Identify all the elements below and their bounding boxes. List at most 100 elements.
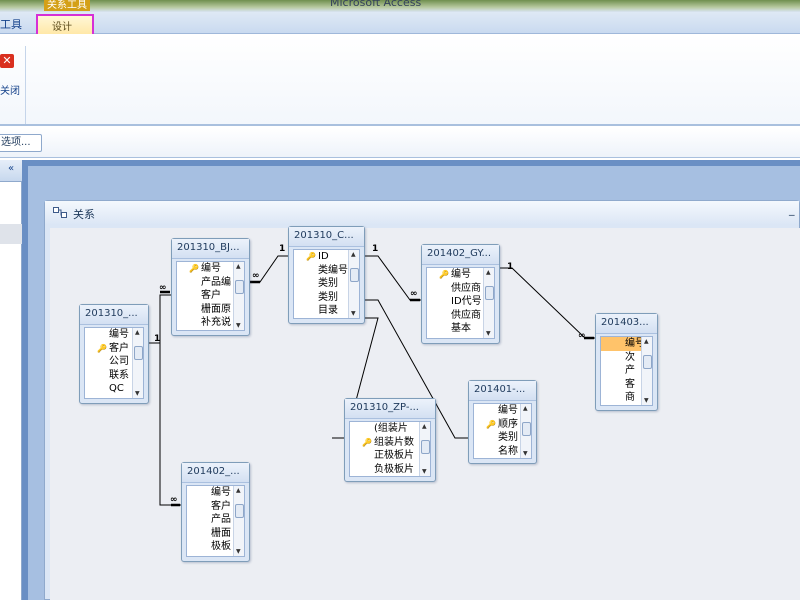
table-field[interactable]: 基本 [427, 322, 494, 336]
table-field[interactable]: 🔑编号 [427, 268, 494, 282]
scroll-up-icon[interactable]: ▲ [236, 263, 241, 270]
table-field[interactable]: (组装片 [350, 422, 430, 436]
table-title[interactable]: 201310_BJ... [172, 239, 249, 259]
scroll-up-icon[interactable]: ▲ [523, 405, 528, 412]
scroll-thumb[interactable] [643, 355, 652, 369]
table-field[interactable]: QC [85, 382, 143, 396]
table-field[interactable]: 联系 [85, 369, 143, 383]
table-box[interactable]: 201403...编号次产客商▲▼ [595, 313, 658, 411]
tab-tools[interactable]: 工具 [0, 18, 22, 31]
table-field[interactable]: 补充说 [177, 316, 244, 330]
table-field[interactable]: 负极板片 [350, 463, 430, 477]
table-field[interactable]: 类别 [474, 431, 531, 445]
scrollbar[interactable]: ▲▼ [641, 337, 652, 405]
table-field[interactable]: ID代号 [427, 295, 494, 309]
scroll-up-icon[interactable]: ▲ [422, 423, 427, 430]
scroll-thumb[interactable] [134, 346, 143, 360]
table-field[interactable]: 客 [601, 378, 652, 392]
table-field[interactable]: 供应商 [427, 309, 494, 323]
table-field-list[interactable]: 编号🔑顺序类别名称▲▼ [473, 403, 532, 459]
table-field[interactable]: 栅面 [187, 527, 244, 541]
table-title[interactable]: 201310_ZP-... [345, 399, 435, 419]
table-title[interactable]: 201310_... [80, 305, 148, 325]
scroll-thumb[interactable] [235, 504, 244, 518]
table-title[interactable]: 201403... [596, 314, 657, 334]
scrollbar[interactable]: ▲▼ [520, 404, 531, 458]
scroll-thumb[interactable] [485, 286, 494, 300]
table-field[interactable]: 编号 [601, 337, 652, 351]
table-box[interactable]: 201401-...编号🔑顺序类别名称▲▼ [468, 380, 537, 464]
table-title[interactable]: 201402_... [182, 463, 249, 483]
scroll-down-icon[interactable]: ▼ [486, 330, 491, 337]
table-field[interactable]: 供应商 [427, 282, 494, 296]
table-field[interactable]: 产品编 [177, 276, 244, 290]
scrollbar[interactable]: ▲▼ [483, 268, 494, 338]
chevron-left-icon[interactable]: « [8, 163, 15, 174]
minimize-icon[interactable]: _ [789, 203, 795, 216]
table-field[interactable]: 客户 [187, 500, 244, 514]
table-field[interactable]: 🔑ID [294, 250, 359, 264]
table-field[interactable]: 编号 [187, 486, 244, 500]
scrollbar[interactable]: ▲▼ [233, 486, 244, 556]
scroll-thumb[interactable] [235, 280, 244, 294]
table-field[interactable]: 编号 [474, 404, 531, 418]
table-field[interactable]: 目录 [294, 304, 359, 318]
scroll-up-icon[interactable]: ▲ [236, 487, 241, 494]
close-button[interactable]: ✕ 关闭 [0, 46, 26, 124]
table-title[interactable]: 201310_C... [289, 227, 364, 247]
nav-selected-item[interactable] [0, 224, 22, 244]
scroll-down-icon[interactable]: ▼ [523, 450, 528, 457]
table-field[interactable]: 类别 [294, 277, 359, 291]
scroll-down-icon[interactable]: ▼ [644, 397, 649, 404]
table-field[interactable]: 🔑编号 [177, 262, 244, 276]
table-field[interactable]: 🔑组装片数 [350, 436, 430, 450]
table-field-list[interactable]: 编号客户产品栅面极板▲▼ [186, 485, 245, 557]
scrollbar[interactable]: ▲▼ [348, 250, 359, 318]
table-field[interactable]: 商 [601, 391, 652, 405]
scroll-thumb[interactable] [522, 422, 531, 436]
table-field[interactable]: 类编号 [294, 264, 359, 278]
table-field[interactable]: 编号 [85, 328, 143, 342]
relationships-title-bar[interactable]: 关系 _ [45, 201, 799, 225]
table-field[interactable]: 产 [601, 364, 652, 378]
table-title[interactable]: 201401-... [469, 381, 536, 401]
scrollbar[interactable]: ▲▼ [132, 328, 143, 398]
scroll-up-icon[interactable]: ▲ [351, 251, 356, 258]
scroll-thumb[interactable] [350, 268, 359, 282]
table-field[interactable]: 栅面原 [177, 303, 244, 317]
table-field-list[interactable]: 🔑编号产品编客户栅面原补充说▲▼ [176, 261, 245, 331]
options-button[interactable]: 选项... [0, 134, 42, 152]
table-box[interactable]: 201402_...编号客户产品栅面极板▲▼ [181, 462, 250, 562]
table-field-list[interactable]: (组装片🔑组装片数正极板片负极板片▲▼ [349, 421, 431, 477]
table-field[interactable]: 公司 [85, 355, 143, 369]
scrollbar[interactable]: ▲▼ [419, 422, 430, 476]
table-field[interactable]: 正极板片 [350, 449, 430, 463]
scroll-up-icon[interactable]: ▲ [486, 269, 491, 276]
table-box[interactable]: 201310_ZP-...(组装片🔑组装片数正极板片负极板片▲▼ [344, 398, 436, 482]
scroll-down-icon[interactable]: ▼ [351, 310, 356, 317]
table-field[interactable]: 🔑顺序 [474, 418, 531, 432]
table-field[interactable]: 🔑客户 [85, 342, 143, 356]
scroll-thumb[interactable] [421, 440, 430, 454]
scroll-down-icon[interactable]: ▼ [422, 468, 427, 475]
table-box[interactable]: 201310_BJ...🔑编号产品编客户栅面原补充说▲▼ [171, 238, 250, 336]
table-field[interactable]: 极板 [187, 540, 244, 554]
scroll-down-icon[interactable]: ▼ [236, 322, 241, 329]
table-field[interactable]: 客户 [177, 289, 244, 303]
scroll-up-icon[interactable]: ▲ [644, 338, 649, 345]
nav-pane-header[interactable]: « [0, 160, 22, 182]
scrollbar[interactable]: ▲▼ [233, 262, 244, 330]
table-field[interactable]: 产品 [187, 513, 244, 527]
table-field-list[interactable]: 编号次产客商▲▼ [600, 336, 653, 406]
table-field[interactable]: 类别 [294, 291, 359, 305]
scroll-down-icon[interactable]: ▼ [236, 548, 241, 555]
scroll-down-icon[interactable]: ▼ [135, 390, 140, 397]
scroll-up-icon[interactable]: ▲ [135, 329, 140, 336]
table-field[interactable]: 名称 [474, 445, 531, 459]
table-field[interactable]: 次 [601, 351, 652, 365]
